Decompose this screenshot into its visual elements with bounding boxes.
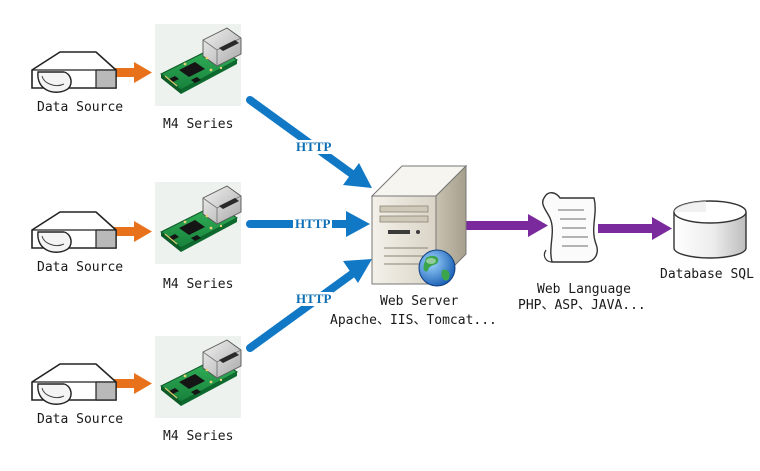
globe-icon bbox=[418, 249, 456, 287]
server-to-language-arrow bbox=[464, 214, 548, 237]
source-arrow-3 bbox=[100, 373, 152, 394]
database-label: Database SQL bbox=[660, 267, 754, 282]
http-arrow-heads bbox=[343, 163, 372, 283]
web-server-tower-icon bbox=[370, 164, 468, 286]
storage-drive-icon bbox=[31, 363, 117, 406]
data-source-label: Data Source bbox=[37, 100, 124, 115]
web-server-title: Web Server bbox=[380, 294, 459, 309]
m4-series-label: M4 Series bbox=[163, 117, 234, 132]
m4-serial-module-icon bbox=[154, 181, 242, 265]
storage-drive-icon bbox=[31, 211, 117, 254]
web-language-title: Web Language bbox=[537, 282, 631, 297]
m4-serial-module-icon bbox=[154, 335, 242, 419]
source-arrow-2 bbox=[100, 221, 152, 242]
database-cylinder-icon bbox=[673, 200, 747, 259]
m4-serial-module-icon bbox=[154, 23, 242, 107]
data-source-label: Data Source bbox=[37, 260, 124, 275]
scroll-document-icon bbox=[541, 192, 598, 263]
http-label: HTTP bbox=[294, 139, 334, 154]
m4-series-label: M4 Series bbox=[163, 277, 234, 292]
source-arrow-1 bbox=[100, 62, 152, 83]
flow-arrows bbox=[464, 214, 672, 240]
m4-series-label: M4 Series bbox=[163, 429, 234, 444]
data-source-label: Data Source bbox=[37, 412, 124, 427]
http-label: HTTP bbox=[293, 216, 333, 231]
http-label: HTTP bbox=[294, 291, 334, 306]
source-arrows bbox=[100, 62, 152, 394]
storage-drive-icon bbox=[31, 51, 117, 94]
web-language-subtitle: PHP、ASP、JAVA... bbox=[518, 298, 646, 313]
language-to-database-arrow bbox=[598, 217, 672, 240]
http-arrow-3 bbox=[246, 270, 356, 352]
http-arrow-1 bbox=[246, 96, 356, 178]
web-server-subtitle: Apache、IIS、Tomcat... bbox=[330, 313, 497, 328]
